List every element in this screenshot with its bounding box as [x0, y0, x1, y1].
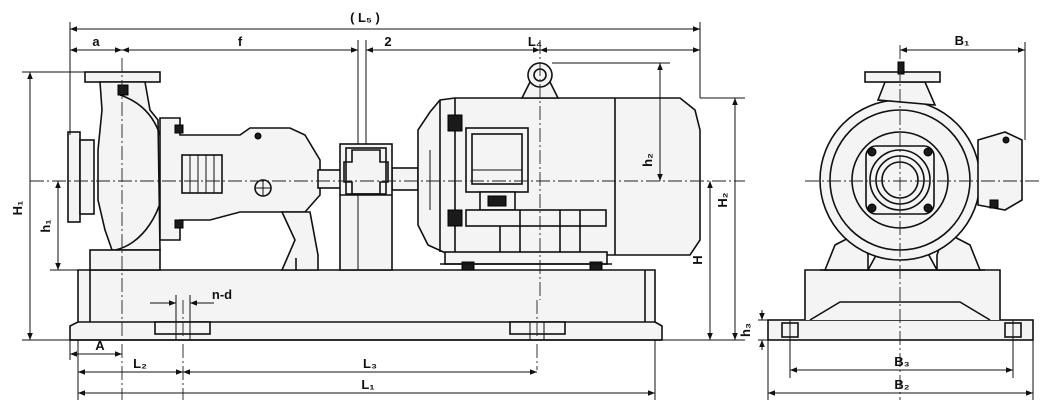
label-L5: ( L₅ ) — [350, 10, 380, 25]
label-L2: L₂ — [133, 356, 147, 371]
label-L3: L₃ — [363, 356, 377, 371]
pump-casing — [67, 71, 166, 271]
label-a: a — [92, 34, 100, 49]
end-casing — [819, 61, 1023, 261]
dimension-lines — [22, 22, 745, 400]
label-h3: h₃ — [738, 323, 753, 337]
side-view: ( L₅ ) a f 2 L₄ H₁ h₁ h₂ H₂ H n-d A L₂ L… — [10, 10, 745, 400]
label-2: 2 — [384, 34, 391, 49]
label-B3: B₃ — [894, 354, 909, 369]
end-view: B₁ h₃ B₃ B₂ — [738, 33, 1040, 400]
label-H: H — [690, 255, 705, 264]
label-L1: L₁ — [361, 377, 374, 392]
label-A: A — [95, 338, 105, 353]
label-H2: H₂ — [715, 192, 730, 207]
end-base — [767, 269, 1034, 341]
centerlines — [30, 40, 745, 400]
base-frame — [69, 269, 663, 341]
label-B2: B₂ — [894, 377, 909, 392]
label-f: f — [238, 34, 243, 49]
label-B1: B₁ — [955, 33, 970, 48]
label-h1: h₁ — [38, 219, 53, 232]
motor — [417, 62, 701, 271]
label-n-d: n-d — [212, 287, 232, 302]
label-H1: H₁ — [10, 201, 25, 216]
end-dimension-lines — [758, 42, 1034, 400]
label-h2: h₂ — [640, 153, 655, 167]
bearing-bracket — [159, 117, 321, 271]
coupling — [339, 40, 393, 271]
label-L4: L₄ — [528, 34, 542, 49]
